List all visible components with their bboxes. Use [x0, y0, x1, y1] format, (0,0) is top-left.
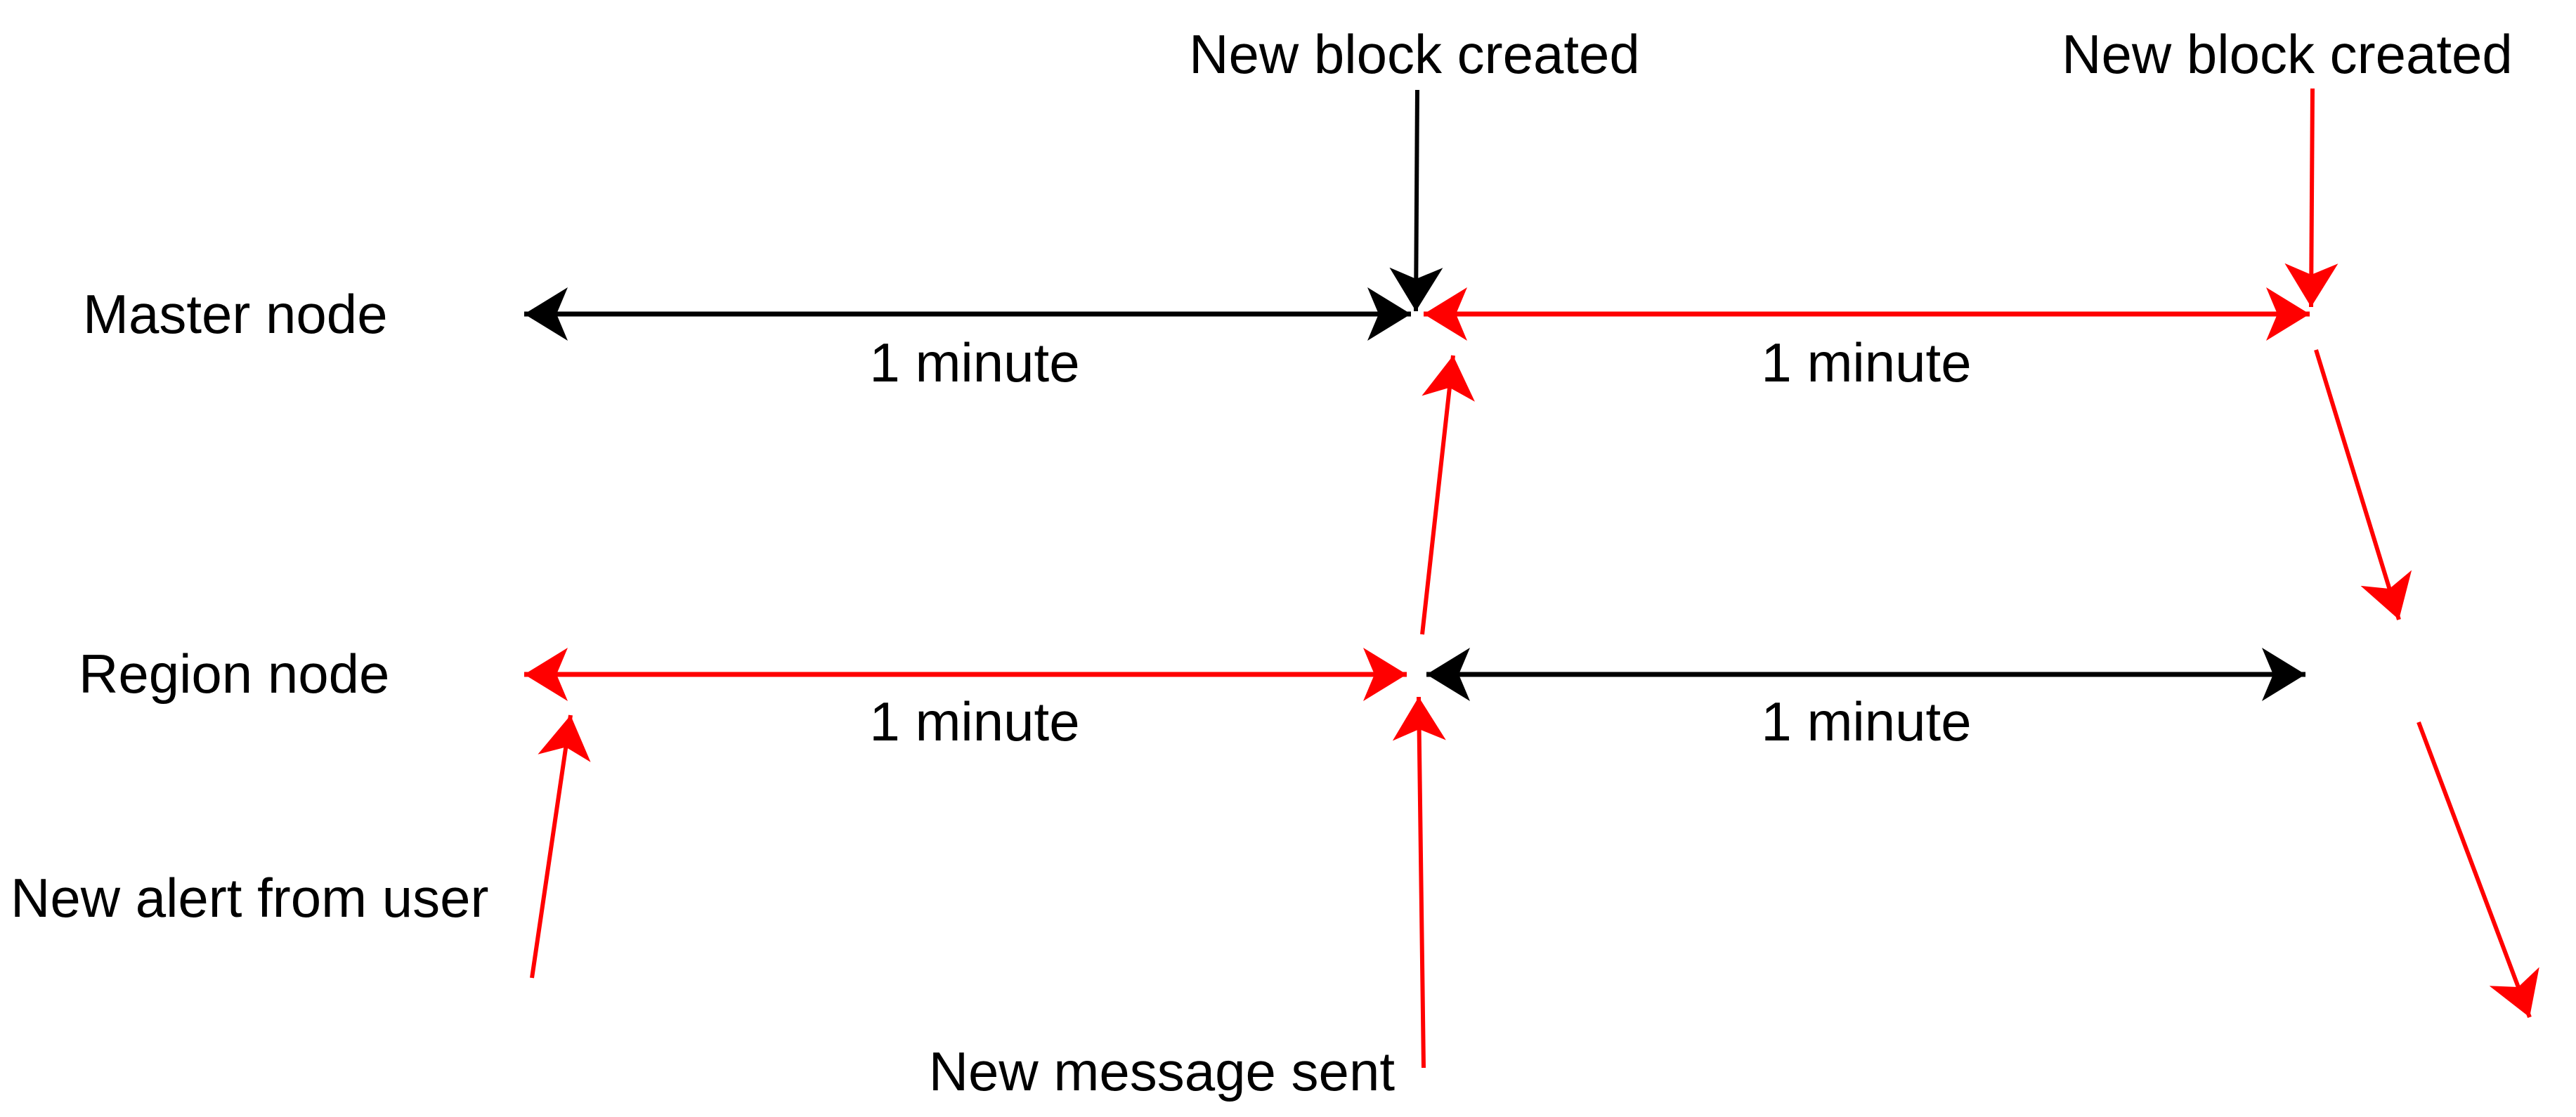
interval-label-master-right: 1 minute: [1761, 332, 1971, 393]
interval-label-master-left: 1 minute: [869, 332, 1079, 393]
new-block-created-arrow-1: [1389, 89, 1443, 312]
new-message-sent-arrow: [1392, 696, 1446, 1069]
new-block-created-label-2: New block created: [2062, 23, 2513, 85]
new-block-created-label-1: New block created: [1189, 23, 1640, 85]
region-to-master-propagation-arrow: [1420, 355, 1475, 635]
master-to-region-propagation-arrow-1: [2314, 349, 2412, 620]
interval-label-region-left: 1 minute: [869, 691, 1079, 752]
interval-label-region-right: 1 minute: [1761, 691, 1971, 752]
new-block-created-arrow-2: [2284, 88, 2338, 308]
new-message-sent-label: New message sent: [929, 1040, 1396, 1102]
new-alert-from-user-arrow: [530, 714, 591, 979]
master-to-region-propagation-arrow-2: [2416, 721, 2539, 1019]
new-alert-from-user-label: New alert from user: [11, 867, 489, 929]
region-node-label: Region node: [79, 643, 389, 705]
master-node-label: Master node: [83, 283, 388, 345]
